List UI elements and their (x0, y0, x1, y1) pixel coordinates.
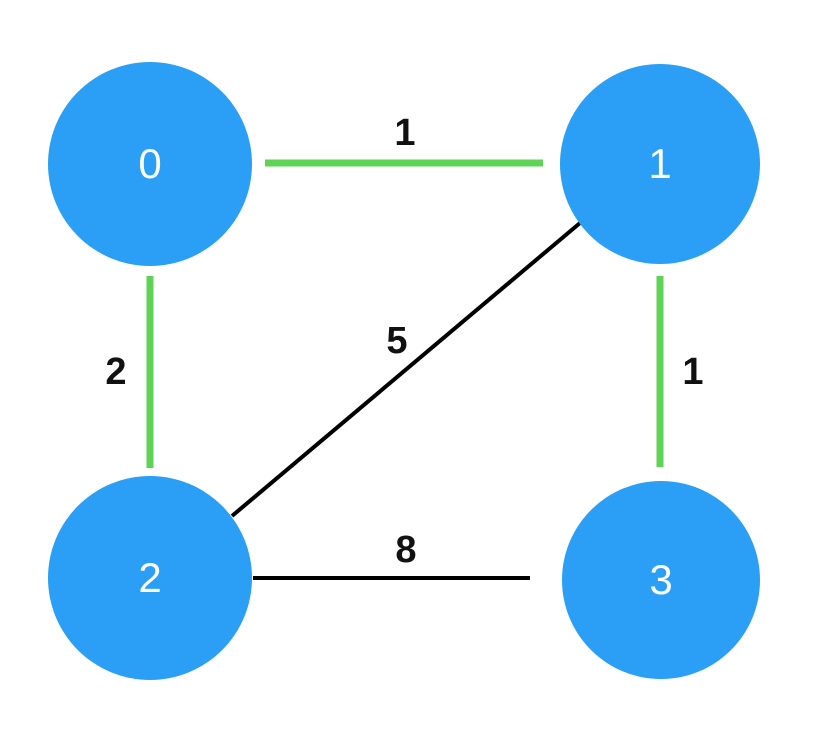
graph-node-label-3: 3 (649, 556, 673, 603)
graph-node-label-2: 2 (138, 554, 162, 601)
graph-node-0[interactable]: 0 (48, 62, 252, 266)
graph-edge-1-2[interactable] (230, 221, 582, 518)
edge-weight-label-1-3: 1 (682, 351, 704, 393)
edge-weight-label-1-2: 5 (386, 320, 408, 362)
graph-node-label-1: 1 (648, 140, 672, 187)
edge-weight-label-0-2: 2 (105, 351, 127, 393)
graph-node-2[interactable]: 2 (48, 476, 252, 680)
edge-weight-label-2-3: 8 (395, 529, 417, 571)
graph-node-3[interactable]: 3 (562, 481, 760, 679)
edge-weight-label-0-1: 1 (394, 112, 416, 154)
graph-node-1[interactable]: 1 (560, 64, 760, 264)
graph-node-label-0: 0 (138, 140, 162, 187)
